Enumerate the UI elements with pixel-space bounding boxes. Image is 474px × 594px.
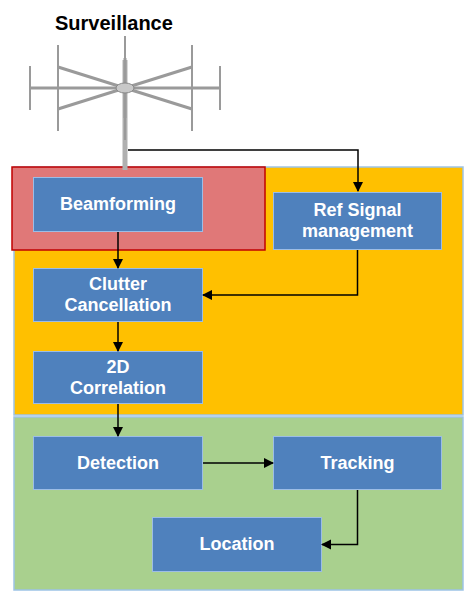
antenna-hub	[116, 83, 134, 93]
box-label: Detection	[77, 453, 159, 474]
antenna-arm	[30, 87, 125, 90]
process-box: Detection	[33, 436, 203, 490]
flow-arrow	[117, 404, 119, 436]
flow-arrow	[322, 490, 358, 545]
box-label: Beamforming	[60, 194, 176, 215]
antenna-element	[191, 87, 193, 131]
box-label: 2D Correlation	[63, 357, 173, 399]
flow-arrow	[203, 462, 273, 464]
box-label: Clutter Cancellation	[43, 274, 193, 316]
antenna-arm	[125, 67, 192, 88]
antenna-element	[57, 87, 59, 131]
process-box: Clutter Cancellation	[33, 268, 203, 322]
process-box: Beamforming	[33, 177, 203, 232]
process-box: 2D Correlation	[33, 351, 203, 404]
antenna-element	[219, 66, 221, 110]
flow-arrow	[117, 322, 119, 351]
beamforming-region	[12, 167, 265, 250]
tracking-region	[14, 417, 463, 590]
antenna-element	[124, 96, 126, 140]
antenna-arm	[125, 88, 192, 109]
flow-arrow	[203, 250, 358, 295]
antenna-element	[57, 45, 59, 89]
process-box: Ref Signal management	[273, 192, 442, 250]
antenna-arm	[125, 87, 220, 90]
process-box: Tracking	[273, 436, 442, 490]
antenna-element	[124, 36, 126, 80]
process-box: Location	[152, 517, 322, 572]
flow-arrow	[117, 232, 119, 268]
antenna-element	[191, 45, 193, 89]
box-label: Ref Signal management	[283, 200, 433, 242]
box-label: Tracking	[320, 453, 394, 474]
box-label: Location	[200, 534, 275, 555]
antenna-caption: Surveillance	[55, 12, 173, 35]
antenna-arm	[58, 88, 125, 109]
antenna-element	[29, 66, 31, 110]
antenna-arm	[58, 67, 125, 88]
